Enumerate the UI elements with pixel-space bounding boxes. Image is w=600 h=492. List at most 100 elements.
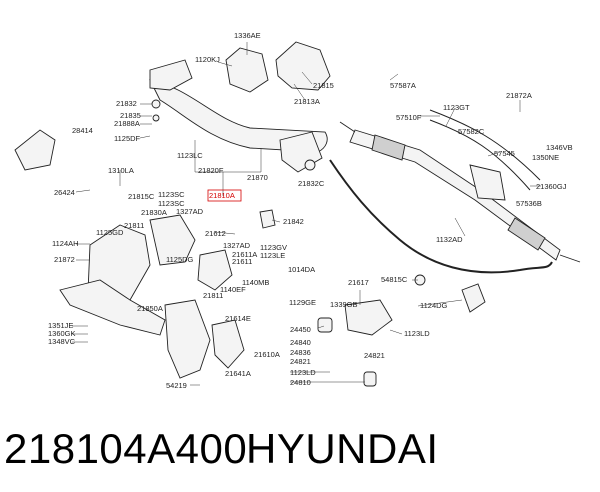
part-label: 57536B: [516, 199, 542, 208]
part-label: 1360GK: [48, 329, 76, 338]
part-label: 54815C: [381, 275, 408, 284]
bushing-part: [317, 317, 333, 333]
part-label: 21811: [124, 221, 144, 230]
parts-diagram-drawing: 1336AE 1120KJ 21815 57587A 21813A 21872A 21832…: [14, 31, 581, 390]
highlight-box: [207, 189, 242, 202]
part-label: 21820F: [198, 166, 224, 175]
part-label: 1125DF: [114, 134, 141, 143]
part-label: 1120KJ: [195, 55, 220, 64]
part-label: 21610A: [254, 350, 280, 359]
part-label: 1310LA: [108, 166, 134, 175]
footer-bar: 218104A400 HYUNDAI: [0, 415, 600, 492]
part-label: 21612: [205, 229, 226, 238]
part-label: 1132AD: [436, 235, 463, 244]
part-label: 21815C: [128, 192, 155, 201]
part-labels: 1336AE 1120KJ 21815 57587A 21813A 21872A 21832…: [48, 31, 573, 390]
part-label: 21832C: [298, 179, 325, 188]
part-label: 1123LE: [260, 251, 285, 260]
pump-bracket-part: [149, 214, 196, 266]
crossmember-bracket-left: [149, 59, 193, 91]
part-label: 21870: [247, 173, 268, 182]
part-label: 28414: [72, 126, 93, 135]
part-label: 21850A: [137, 304, 163, 313]
bolt-part: [152, 114, 160, 122]
leader-lines: [72, 42, 541, 386]
part-label: 24450: [290, 325, 311, 334]
part-label: 21830A: [141, 208, 167, 217]
part-label: 1327AD: [223, 241, 251, 250]
part-label: 21641A: [225, 369, 251, 378]
rack-valve-housing: [469, 164, 506, 201]
tie-rod-right: [559, 254, 581, 263]
part-label: 24840: [290, 338, 311, 347]
part-label: 54219: [166, 381, 187, 390]
washer-part: [304, 159, 316, 171]
part-label: 1125GD: [96, 228, 124, 237]
damper-part: [363, 371, 377, 387]
part-label: 21842: [283, 217, 304, 226]
part-label: 1129GE: [289, 298, 316, 307]
part-label: 1123SC: [158, 190, 185, 199]
part-label: 21811: [203, 291, 223, 300]
rack-boot-left: [371, 134, 406, 161]
part-label: 1123LD: [404, 329, 430, 338]
parts-diagram: 1336AE 1120KJ 21815 57587A 21813A 21872A 21832…: [14, 31, 581, 390]
part-label: 57545: [494, 149, 515, 158]
part-label: 1123LD: [290, 368, 316, 377]
crossmember-part: [149, 79, 328, 153]
part-label: 1348VC: [48, 337, 76, 346]
mount-bracket-part: [275, 41, 331, 91]
rack-boot-right: [507, 217, 546, 251]
part-label: 24810: [290, 378, 311, 387]
part-label: 1351JE: [48, 321, 73, 330]
part-label: 26424: [54, 188, 75, 197]
stabilizer-bar-part: [329, 159, 553, 274]
part-label: 1140MB: [242, 278, 269, 287]
part-number-title: 218104A400: [4, 425, 248, 472]
return-line-part: [429, 119, 531, 191]
part-label: 1124DG: [420, 301, 448, 310]
part-label: 21872A: [506, 91, 532, 100]
part-label: 21360GJ: [536, 182, 567, 191]
part-label: 1327AD: [176, 207, 204, 216]
part-label: 57582C: [458, 127, 485, 136]
part-label: 21832: [116, 99, 137, 108]
part-label: 21611A: [232, 250, 257, 259]
part-label: 24821: [290, 357, 311, 366]
brand-name: HYUNDAI: [246, 425, 439, 472]
engine-mount-part: [225, 47, 269, 93]
part-label: 1140EF: [220, 285, 246, 294]
pressure-line-part: [429, 109, 541, 181]
part-label: 1123GV: [260, 243, 287, 252]
part-label-highlighted: 21810A: [209, 191, 235, 200]
part-label: 21888A: [114, 119, 140, 128]
part-label: 1123GT: [443, 103, 470, 112]
knuckle-part: [164, 299, 211, 379]
part-label: 1346VB: [546, 143, 573, 152]
part-label: 1339GB: [330, 300, 358, 309]
part-label: 1350NE: [532, 153, 559, 162]
part-label: 21813A: [294, 97, 320, 106]
bracket-part-1124dg: [461, 283, 486, 313]
mount-part-21612: [197, 249, 233, 291]
part-label: 57587A: [390, 81, 416, 90]
part-label: 21614E: [225, 314, 251, 323]
insulator-part: [259, 209, 276, 229]
part-label: 21872: [54, 255, 75, 264]
part-label: 21611: [232, 257, 252, 266]
part-label: 21835: [120, 111, 141, 120]
part-label: 24836: [290, 348, 311, 357]
part-label: 21617: [348, 278, 369, 287]
part-label: 1336AE: [234, 31, 261, 40]
tie-rod-left: [339, 121, 356, 133]
nut-part: [151, 99, 161, 109]
part-label: 57510F: [396, 113, 422, 122]
part-label: 1124AH: [52, 239, 79, 248]
part-label: 1125DG: [166, 255, 194, 264]
part-label: 24821: [364, 351, 385, 360]
part-label: 1014DA: [288, 265, 315, 274]
tie-rod-end-part: [14, 129, 56, 171]
part-label: 1123SC: [158, 199, 185, 208]
lower-arm-part: [59, 279, 166, 336]
part-label: 21815: [313, 81, 334, 90]
